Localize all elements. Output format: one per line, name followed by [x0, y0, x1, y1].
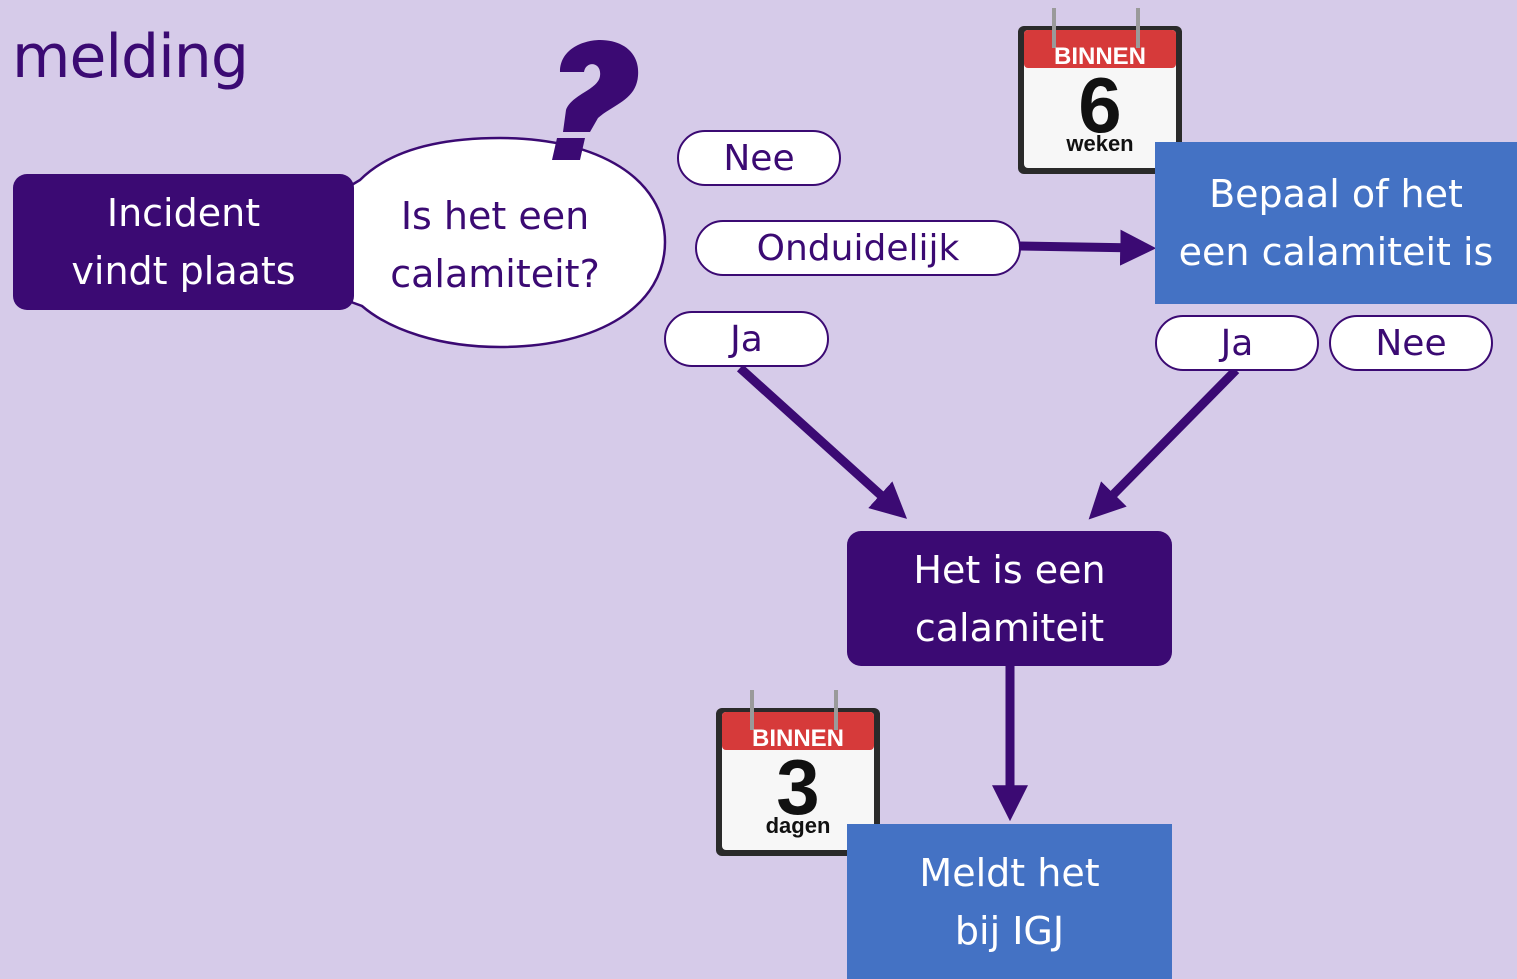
calendar-six-number: 6: [1078, 61, 1121, 149]
node-report-line-1: Meldt het: [919, 850, 1100, 895]
node-incident-line-2: vindt plaats: [71, 249, 296, 293]
question-bubble: [338, 136, 667, 349]
arrow-onduidelijk-to-determine: [1019, 229, 1157, 266]
node-report-line-2: bij IGJ: [954, 908, 1065, 953]
node-is-calamity-line-2: calamiteit: [914, 605, 1105, 650]
calendar-three-unit: dagen: [766, 813, 831, 838]
label-nee-top: Nee: [677, 130, 841, 186]
node-report: Meldt het bij IGJ: [847, 824, 1172, 979]
arrow-ja-right-to-calamity: [1088, 366, 1240, 520]
label-ja-right: Ja: [1155, 315, 1319, 371]
node-incident-line-1: Incident: [106, 191, 261, 235]
page-title: melding: [12, 22, 249, 92]
label-ja-left: Ja: [664, 311, 829, 367]
calendar-six-unit: weken: [1065, 131, 1133, 156]
calendar-three-days-icon: BINNEN 3 dagen: [716, 690, 880, 856]
label-onduidelijk: Onduidelijk: [695, 220, 1021, 276]
node-determine: Bepaal of het een calamiteit is: [1155, 142, 1517, 304]
calendar-six-header: BINNEN: [1054, 43, 1146, 70]
node-determine-line-1: Bepaal of het: [1209, 172, 1463, 216]
node-question: Is het een calamiteit?: [360, 160, 630, 330]
node-is-calamity-line-1: Het is een: [913, 547, 1106, 592]
question-mark-icon: [552, 40, 639, 160]
node-incident: Incident vindt plaats: [13, 174, 354, 310]
arrow-ja-left-to-calamity: [736, 364, 908, 519]
label-nee-right: Nee: [1329, 315, 1493, 371]
node-question-line-1: Is het een: [400, 194, 590, 238]
node-question-line-2: calamiteit?: [390, 252, 600, 296]
calendar-three-header: BINNEN: [752, 725, 844, 752]
calendar-six-weeks-icon: BINNEN 6 weken: [1018, 8, 1186, 174]
node-is-calamity: Het is een calamiteit: [847, 531, 1172, 666]
calendar-three-number: 3: [776, 743, 819, 831]
node-determine-line-2: een calamiteit is: [1178, 230, 1494, 274]
